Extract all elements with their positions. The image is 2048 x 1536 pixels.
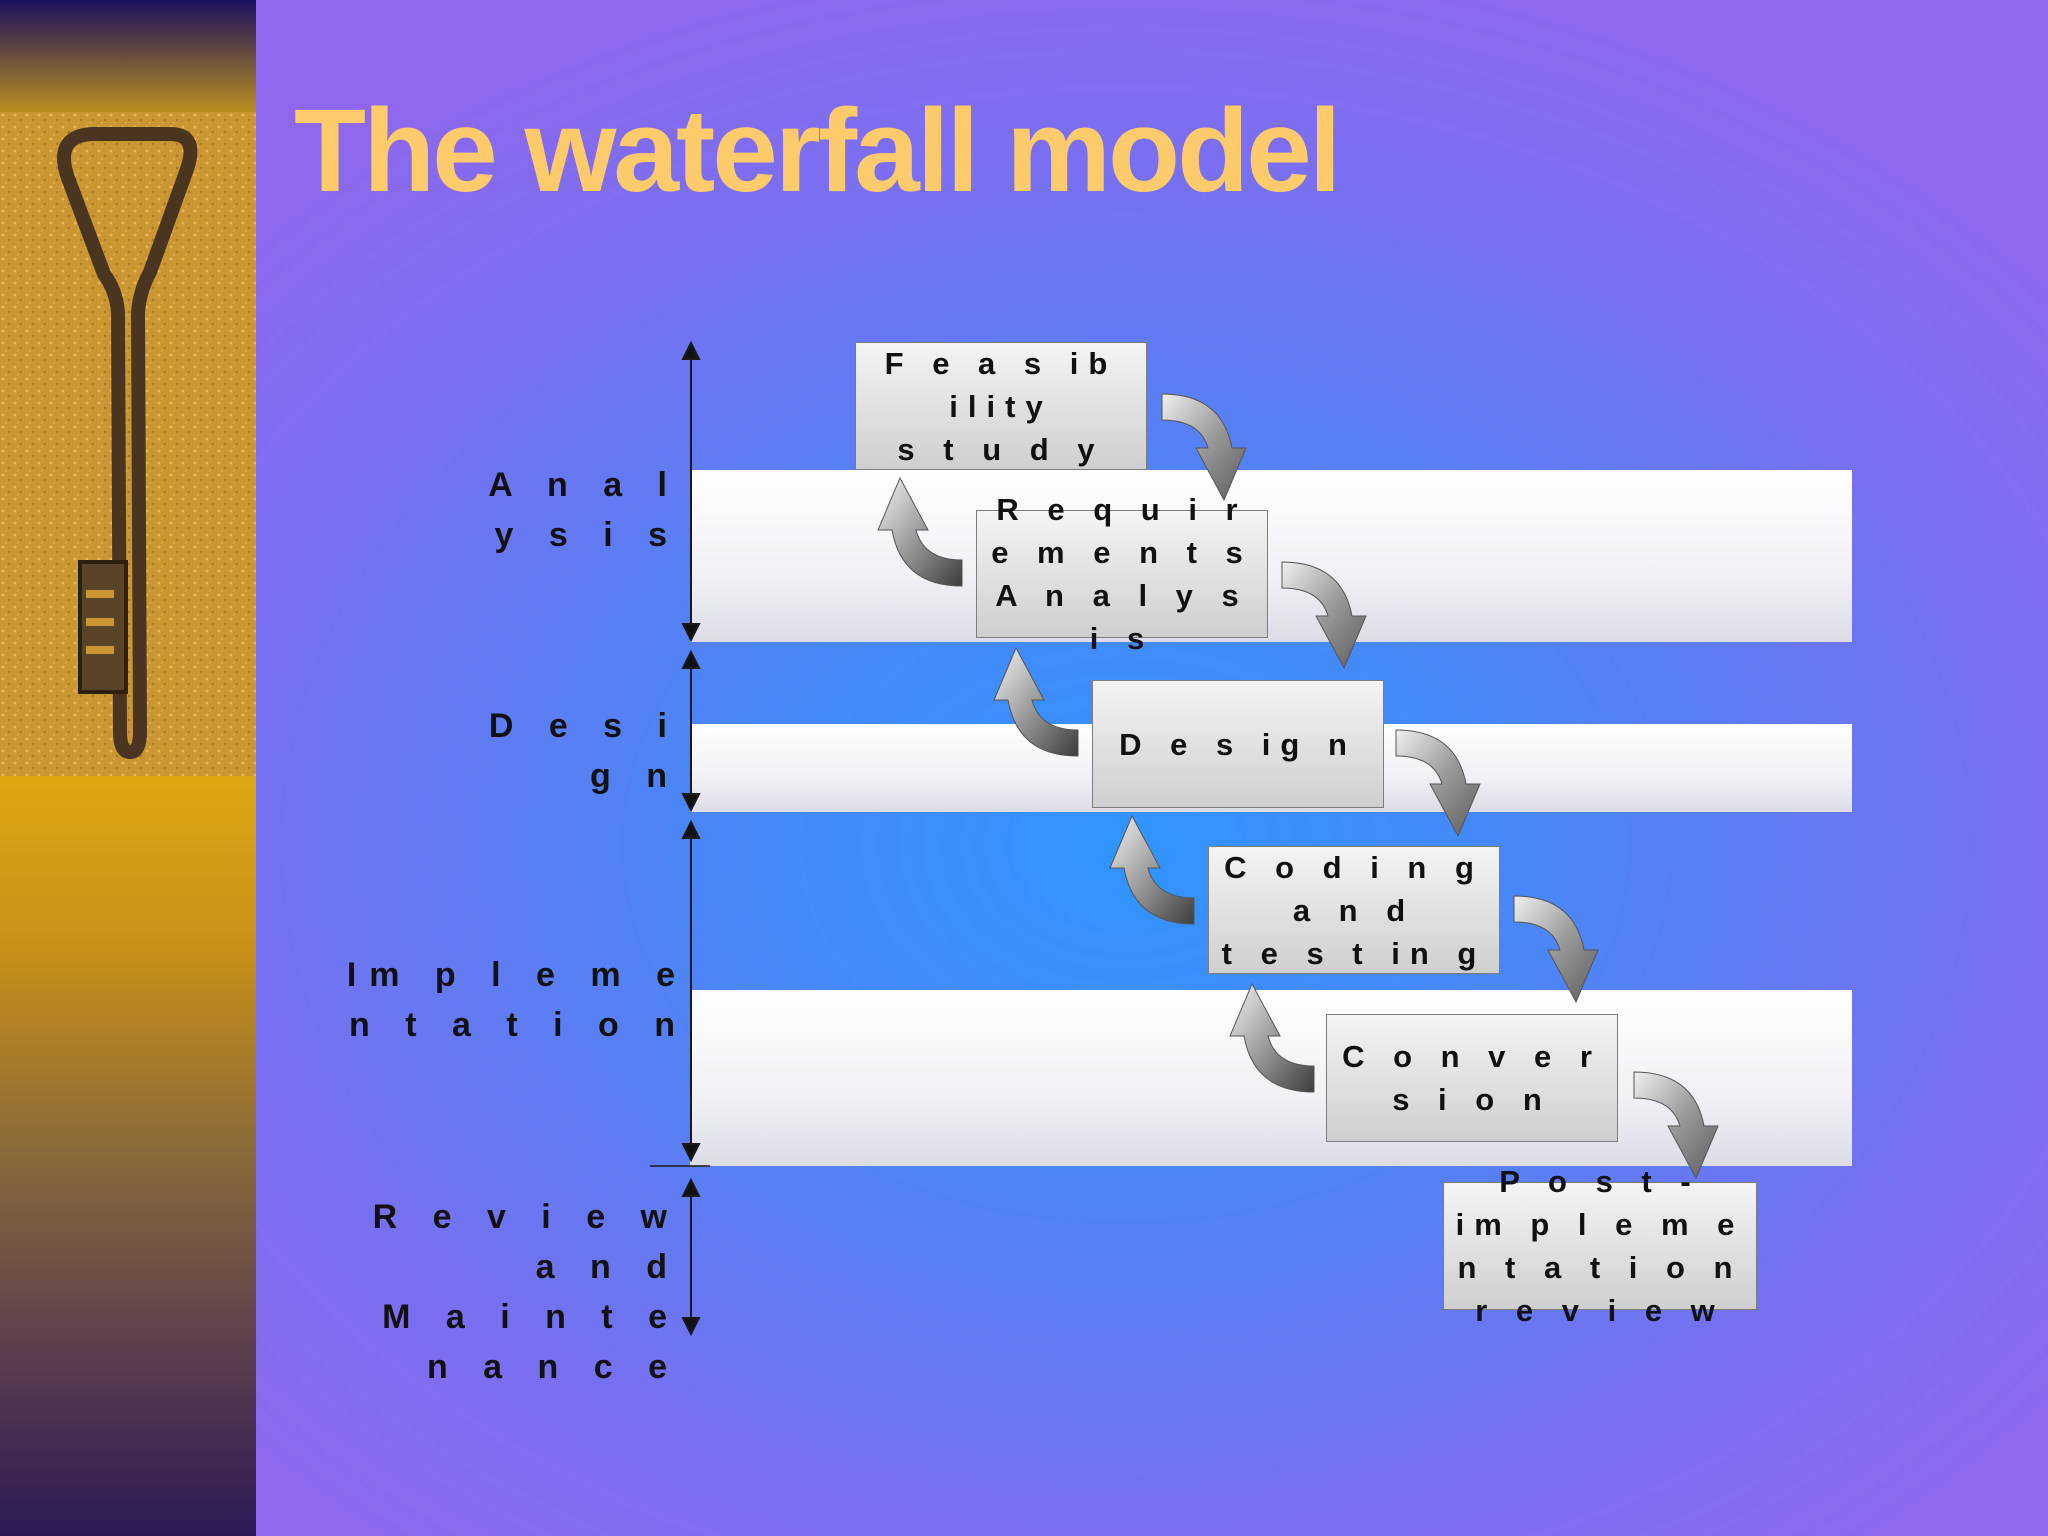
phase-label-review-maintenance: R e v i e w a n d M a i n t e n a n c e: [370, 1192, 680, 1392]
analysis-band: [690, 470, 1852, 642]
step-conversion: C o n v e r s i o n: [1326, 1014, 1618, 1142]
phase-label-text: Im p l e m e n t a t i o n: [346, 956, 688, 1044]
phase-label-design: D e s i g n: [440, 701, 680, 801]
step-feasibility-study: F e a s ib ility s t u d y: [855, 342, 1147, 470]
step-label: F e a s ib ility s t u d y: [884, 345, 1118, 467]
phase-label-text: D e s i g n: [488, 707, 680, 795]
step-design: D e s ig n: [1092, 680, 1384, 808]
step-label: R e q u i r e m e n t s A n a l y s i s: [991, 492, 1253, 656]
step-coding-and-testing: C o d i n g a n d t e s t in g: [1208, 846, 1500, 974]
step-post-implementation-review: P o s t - im p l e m e n t a t i o n r e…: [1443, 1164, 1757, 1328]
phase-label-text: A n a l y s i s: [488, 466, 680, 554]
feedback-arrows: [877, 476, 1315, 1093]
step-label: C o n v e r s i o n: [1342, 1039, 1602, 1117]
sidebar-strip: [0, 0, 256, 1536]
slide-title: The waterfall model: [294, 85, 1342, 217]
phase-axis: [650, 340, 710, 1337]
step-label: C o d i n g a n d t e s t in g: [1221, 849, 1487, 971]
phase-label-implementation: Im p l e m e n t a t i o n: [330, 950, 688, 1050]
forward-arrows: [1161, 393, 1719, 1180]
rusty-key-icon: [0, 112, 256, 776]
phase-label-text: R e v i e w a n d M a i n t e n a n c e: [372, 1198, 680, 1386]
step-label: D e s ig n: [1119, 726, 1357, 762]
phase-label-analysis: A n a l y s i s: [440, 460, 680, 560]
step-requirements-analysis: R e q u i r e m e n t s A n a l y s i s: [976, 492, 1268, 656]
step-label: P o s t - im p l e m e n t a t i o n r e…: [1455, 1164, 1745, 1328]
